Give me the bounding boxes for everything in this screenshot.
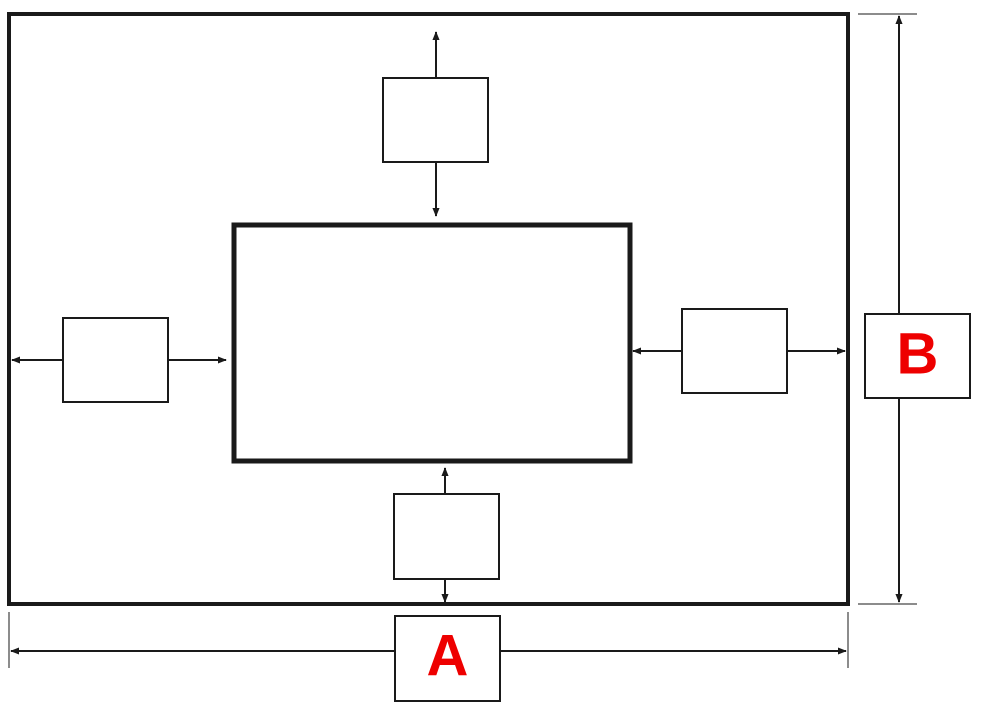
top-box bbox=[382, 77, 489, 163]
center-box bbox=[231, 222, 633, 464]
outer-frame bbox=[7, 12, 850, 606]
height-label-box bbox=[864, 313, 971, 399]
width-label: A bbox=[427, 623, 469, 688]
left-box bbox=[62, 317, 169, 403]
height-label: B bbox=[897, 321, 939, 386]
bottom-box bbox=[393, 493, 500, 580]
width-label-box bbox=[394, 615, 501, 702]
right-box bbox=[681, 308, 788, 394]
